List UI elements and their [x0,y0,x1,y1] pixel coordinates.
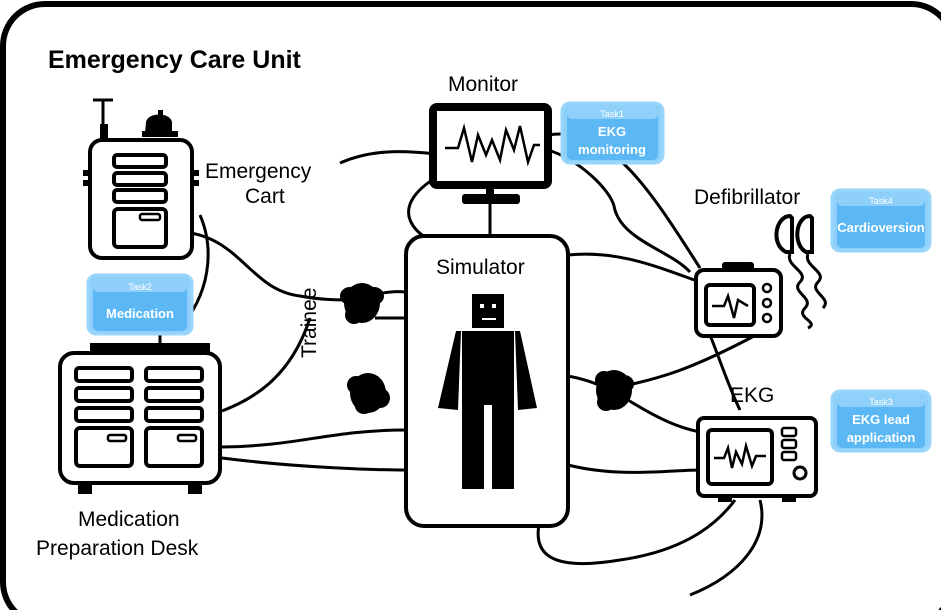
desk-label-line2: Preparation Desk [36,537,199,560]
simulator-figure [438,294,537,489]
trainee-label: Trainee [298,288,321,358]
task-name-line1: Medication [106,306,174,321]
task-id: Task1 [600,109,624,119]
simulator-label: Simulator [436,256,525,279]
ekg-machine-icon [696,416,818,502]
medication-desk-icon [58,343,222,494]
emergency-cart-icon [83,98,199,260]
task-badge-medication: Task2 Medication [86,273,194,336]
trainee-icon-right [595,370,634,411]
task-name-line2: monitoring [578,142,646,157]
emergency-cart-label-line1: Emergency [205,160,312,183]
task-name-line1: EKG lead [852,412,910,427]
emergency-cart-label-line2: Cart [245,185,285,208]
task-name-line1: EKG [598,124,626,139]
task-id: Task4 [869,196,893,206]
task-badge-cardioversion: Task4 Cardioversion [830,188,932,253]
desk-label-line1: Medication [78,508,180,531]
task-name-line1: Cardioversion [837,220,924,235]
trainee-icon-bottom [347,373,390,414]
defibrillator-label: Defibrillator [694,186,800,209]
unit-title: Emergency Care Unit [48,46,302,74]
task-id: Task2 [128,282,152,292]
ekg-label: EKG [730,384,774,407]
monitor-icon [429,103,552,236]
task-badge-ekg-lead-application: Task3 EKG lead application [830,389,932,453]
monitor-label: Monitor [448,73,518,96]
trainee-icon-top [340,283,384,324]
task-id: Task3 [869,397,893,407]
defibrillator-icon [694,213,827,338]
task-name-line2: application [847,430,916,445]
task-badge-ekg-monitoring: Task1 EKG monitoring [560,101,665,165]
